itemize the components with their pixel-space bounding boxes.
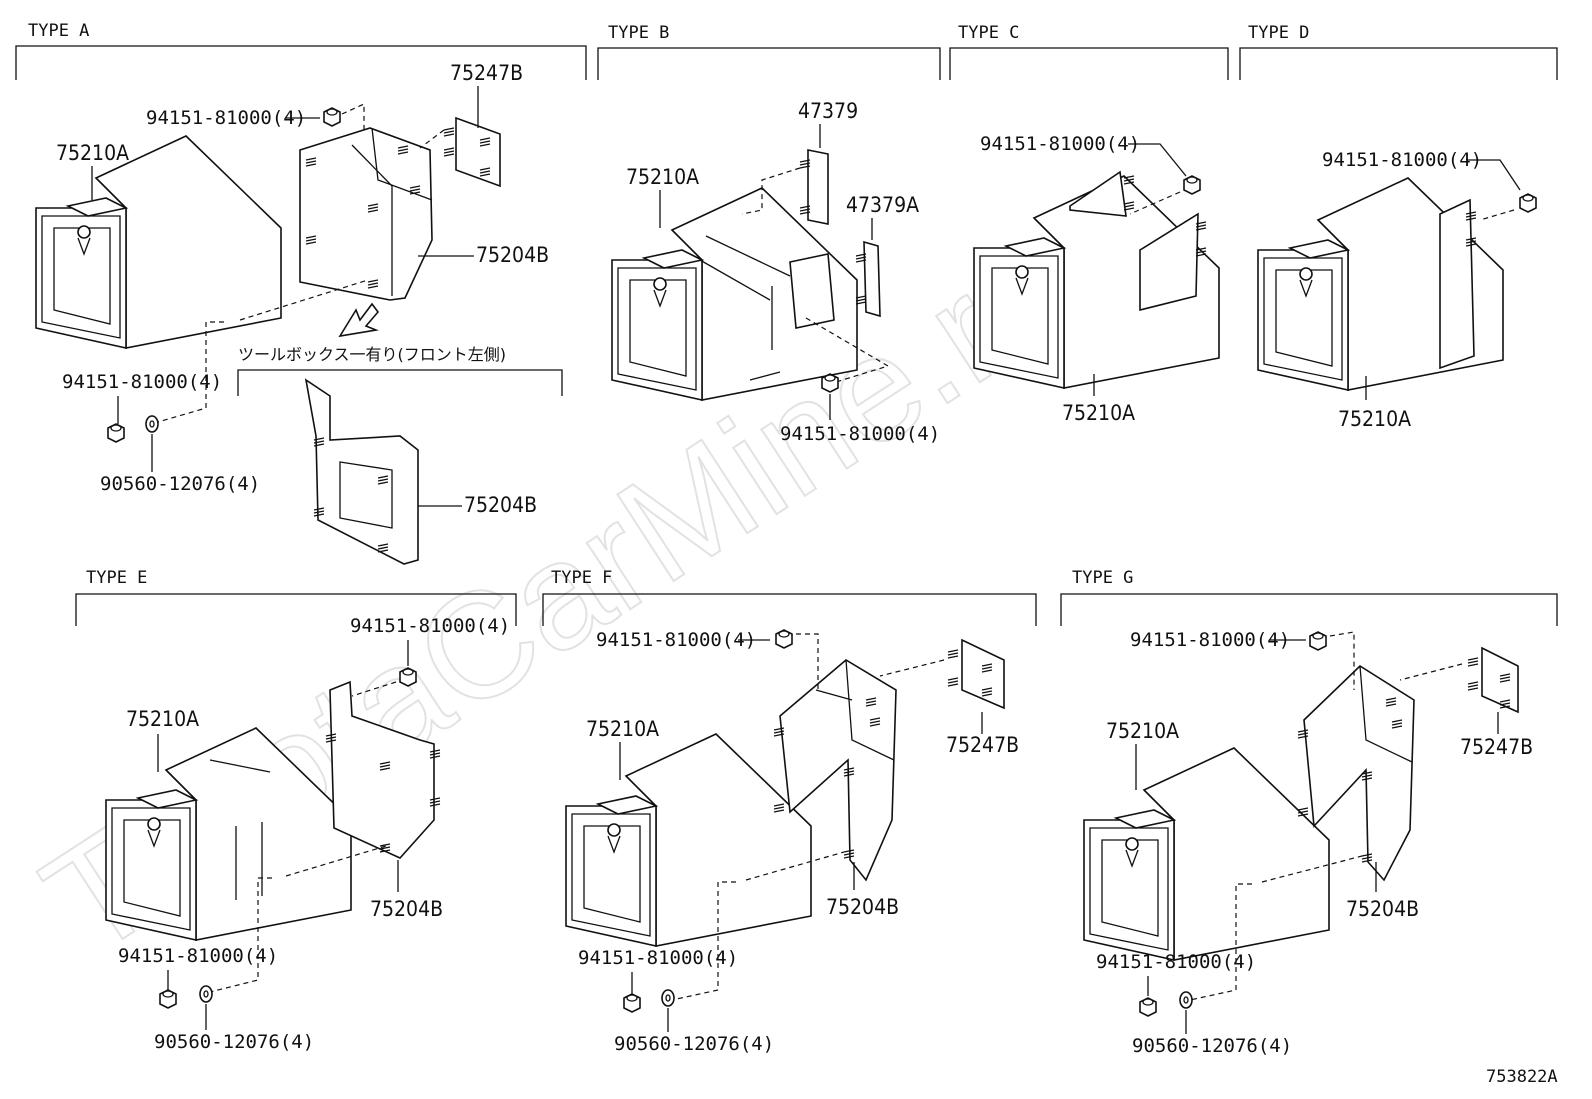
type-f-label: TYPE F [551, 568, 612, 588]
plate-a [455, 116, 501, 188]
type-e-label: TYPE E [86, 568, 147, 588]
type-d-header: TYPE D [1239, 23, 1558, 80]
part-label-nut: 94151-81000(4) [146, 107, 306, 129]
nut-b [821, 373, 839, 393]
part-label-nut: 94151-81000(4) [1322, 149, 1482, 171]
type-g-label: TYPE G [1072, 568, 1133, 588]
bracket-f [779, 659, 897, 882]
part-label-nut: 94151-81000(4) [1096, 951, 1256, 973]
tool-box-g [1083, 747, 1330, 961]
part-label-nut: 94151-81000(4) [980, 133, 1140, 155]
tool-box-a [35, 135, 282, 349]
type-f-header: TYPE F [542, 568, 1037, 626]
part-label-nut: 94151-81000(4) [780, 423, 940, 445]
part-label-washer: 90560-12076(4) [100, 473, 260, 495]
type-c-label: TYPE C [958, 23, 1019, 43]
type-g-header: TYPE G [1060, 568, 1558, 626]
part-label-75210a: 75210A [586, 717, 659, 741]
bracket-g [1303, 664, 1415, 882]
bracket-b [789, 253, 835, 329]
washer-f [661, 989, 675, 1007]
arrow-icon [338, 302, 380, 338]
part-label-washer: 90560-12076(4) [1132, 1035, 1292, 1057]
nut-e-top [399, 667, 417, 687]
nut-g-bottom [1139, 997, 1157, 1017]
type-c-header: TYPE C [949, 23, 1229, 80]
part-label-75210a: 75210A [56, 141, 129, 165]
part-label-75204b: 75204B [370, 897, 443, 921]
part-label-75247b: 75247B [1460, 735, 1533, 759]
type-b-label: TYPE B [608, 23, 669, 43]
tool-box-f [565, 733, 812, 947]
part-label-75210a: 75210A [1106, 719, 1179, 743]
strip-47379a [863, 240, 881, 318]
nut-e-bottom [159, 989, 177, 1009]
part-label-75247b: 75247B [450, 61, 523, 85]
bracket-d [1439, 198, 1475, 370]
part-label-75204b: 75204B [826, 895, 899, 919]
type-a-label: TYPE A [28, 21, 89, 41]
part-label-nut: 94151-81000(4) [578, 947, 738, 969]
plate-f [961, 638, 1005, 710]
type-b-header: TYPE B [597, 23, 941, 80]
nut-g-top [1309, 631, 1327, 651]
part-label-75204b: 75204B [1346, 897, 1419, 921]
note-jp: ツールボックス一有り(フロント左側) [238, 345, 506, 364]
bracket-a [299, 127, 433, 301]
type-e-group: 75210A 94151-81000(4) 75204B 94151-81000… [105, 615, 510, 1053]
type-d-label: TYPE D [1248, 23, 1309, 43]
part-label-washer: 90560-12076(4) [614, 1033, 774, 1055]
figure-id: 753822A [1486, 1067, 1558, 1087]
bracket-c-side [1139, 212, 1199, 312]
type-f-group: 75210A 75247B 94151-81000(4) 75204B 9415… [565, 629, 1019, 1055]
part-label-75210a: 75210A [126, 707, 199, 731]
plate-g [1481, 646, 1519, 714]
part-label-nut: 94151-81000(4) [596, 629, 756, 651]
part-label-washer: 90560-12076(4) [154, 1031, 314, 1053]
nut-a-bottom [107, 423, 125, 443]
strip-47379 [807, 149, 829, 225]
type-a-header: TYPE A [15, 21, 587, 80]
nut-c [1183, 175, 1201, 195]
washer-e [199, 985, 213, 1003]
part-label-nut: 94151-81000(4) [1130, 629, 1290, 651]
part-label-47379: 47379 [798, 99, 858, 123]
type-b-group: 75210A 47379 47379A 94151-81000(4) [611, 99, 940, 445]
nut-a-top [323, 107, 341, 127]
bracket-a-alt [304, 378, 419, 565]
washer-g [1179, 991, 1193, 1009]
part-label-75247b: 75247B [946, 733, 1019, 757]
part-label-nut: 94151-81000(4) [62, 371, 222, 393]
part-label-75204b: 75204B [476, 243, 549, 267]
nut-d [1519, 193, 1537, 213]
part-label-75210a: 75210A [1062, 401, 1135, 425]
type-a-group: 75210A 75204B 75247B 94151-81000(4) 9415… [35, 61, 563, 565]
type-g-group: 75210A 75247B 94151-81000(4) 75204B 9415… [1083, 629, 1533, 1057]
washer-a [145, 415, 159, 433]
part-label-47379a: 47379A [846, 193, 919, 217]
nut-f-bottom [623, 993, 641, 1013]
type-d-group: 94151-81000(4) 75210A [1257, 149, 1537, 431]
part-label-nut: 94151-81000(4) [118, 945, 278, 967]
nut-f-top [775, 629, 793, 649]
type-c-group: 94151-81000(4) 75210A [973, 133, 1220, 425]
bracket-c-top [1069, 170, 1127, 217]
part-label-75210a: 75210A [1338, 407, 1411, 431]
part-label-75204b: 75204B [464, 493, 537, 517]
type-e-header: TYPE E [75, 568, 517, 626]
part-label-nut: 94151-81000(4) [350, 615, 510, 637]
part-label-75210a: 75210A [626, 165, 699, 189]
